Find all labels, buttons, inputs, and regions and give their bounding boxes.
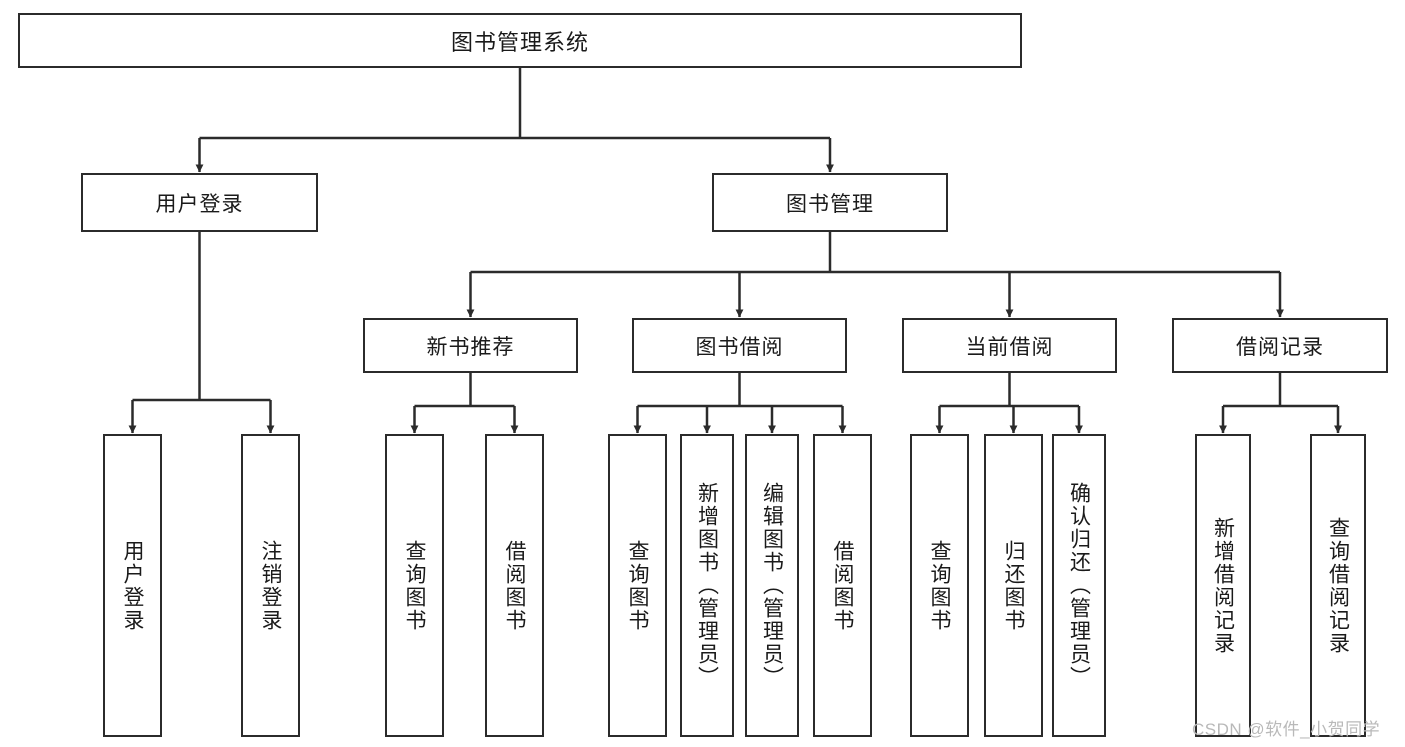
node-leaf-add-record[interactable]: 新增借阅记录 — [1195, 434, 1251, 737]
node-label: 新增图书（管理员） — [695, 482, 719, 689]
csdn-watermark: CSDN @软件_小贺同学 — [1192, 720, 1381, 739]
node-label: 查询图书 — [626, 539, 649, 632]
node-leaf-query-record[interactable]: 查询借阅记录 — [1310, 434, 1366, 737]
node-label: 用户登录 — [121, 539, 144, 632]
node-label: 借阅图书 — [503, 539, 526, 632]
node-label: 图书借阅 — [695, 335, 784, 359]
node-leaf-borrow-book-1[interactable]: 借阅图书 — [485, 434, 544, 737]
node-label: 归还图书 — [1002, 539, 1025, 632]
node-label: 用户登录 — [155, 192, 244, 216]
node-records[interactable]: 借阅记录 — [1172, 318, 1388, 373]
node-label: 借阅记录 — [1236, 335, 1324, 359]
node-leaf-confirm-return[interactable]: 确认归还（管理员） — [1052, 434, 1106, 737]
node-label: 查询图书 — [403, 539, 426, 632]
node-label: 新增借阅记录 — [1211, 516, 1235, 655]
node-newbook[interactable]: 新书推荐 — [363, 318, 578, 373]
node-label: 查询图书 — [928, 539, 951, 632]
node-leaf-query-book-1[interactable]: 查询图书 — [385, 434, 444, 737]
node-label: 编辑图书（管理员） — [760, 482, 784, 689]
node-borrow[interactable]: 图书借阅 — [632, 318, 847, 373]
node-label: 图书管理 — [786, 192, 874, 216]
node-leaf-return-book[interactable]: 归还图书 — [984, 434, 1043, 737]
node-label: 图书管理系统 — [450, 29, 589, 55]
node-label: 查询借阅记录 — [1326, 516, 1350, 655]
node-leaf-borrow-book-2[interactable]: 借阅图书 — [813, 434, 872, 737]
node-bookmgmt[interactable]: 图书管理 — [712, 173, 948, 232]
node-label: 借阅图书 — [831, 539, 854, 632]
node-leaf-edit-book[interactable]: 编辑图书（管理员） — [745, 434, 799, 737]
node-label: 当前借阅 — [965, 335, 1054, 359]
node-leaf-logout[interactable]: 注销登录 — [241, 434, 300, 737]
node-root[interactable]: 图书管理系统 — [18, 13, 1022, 68]
node-leaf-query-book-2[interactable]: 查询图书 — [608, 434, 667, 737]
node-leaf-query-book-3[interactable]: 查询图书 — [910, 434, 969, 737]
node-current[interactable]: 当前借阅 — [902, 318, 1117, 373]
node-label: 确认归还（管理员） — [1067, 482, 1091, 689]
node-label: 注销登录 — [259, 539, 282, 632]
node-label: 新书推荐 — [426, 335, 515, 359]
node-leaf-add-book[interactable]: 新增图书（管理员） — [680, 434, 734, 737]
node-leaf-user-login[interactable]: 用户登录 — [103, 434, 162, 737]
node-login[interactable]: 用户登录 — [81, 173, 318, 232]
